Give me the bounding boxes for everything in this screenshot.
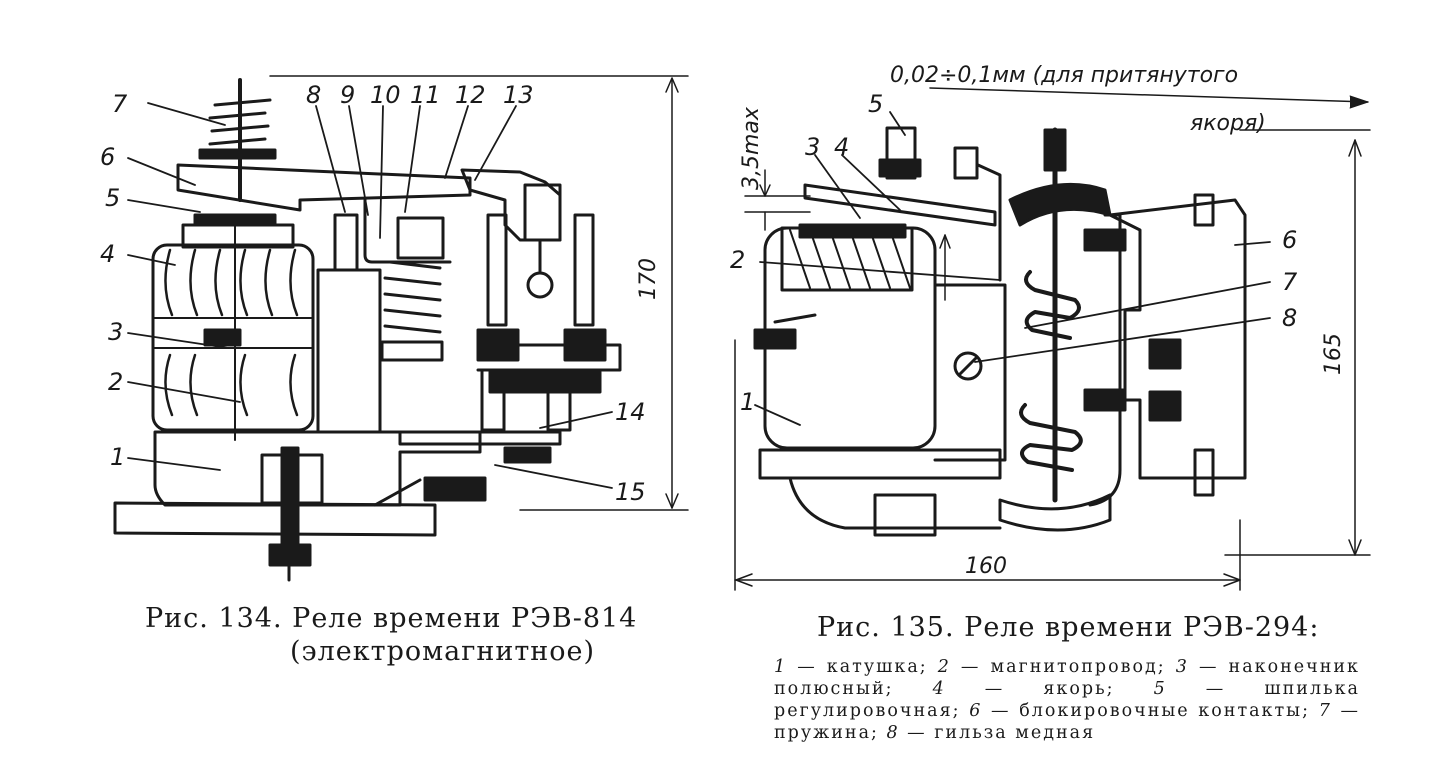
callout-3: 3 [108, 318, 123, 346]
base-plate [758, 448, 1002, 480]
dimension-165: 165 [1321, 333, 1346, 375]
blocking-contacts-6 [1083, 193, 1247, 497]
legend-number: 6 — [969, 701, 1020, 721]
legend-number: 2 — [937, 657, 991, 677]
armature-4 [803, 183, 997, 227]
callout-5: 5 [105, 184, 120, 212]
spring-7 [198, 78, 277, 202]
callout-3b: 3 [805, 133, 820, 161]
legend-number: 1 — [774, 657, 827, 677]
legend-text: гильза медная [934, 723, 1096, 743]
callout-2: 2 [108, 368, 123, 396]
gap-note: 0,02÷0,1мм (для притянутого [890, 63, 1238, 88]
figure-134-caption: Рис. 134. Реле времени РЭВ-814 [145, 603, 638, 634]
legend-number: 5 — [1153, 679, 1265, 699]
callout-1: 1 [110, 443, 125, 471]
legend-text: катушка; [826, 657, 938, 677]
callout-1b: 1 [740, 388, 755, 416]
callout-8: 8 [306, 81, 321, 109]
callout-2b: 2 [730, 246, 745, 274]
callout-9: 9 [340, 81, 355, 109]
gap-note-line2: якоря) [1190, 111, 1266, 136]
legend-number: 4 — [932, 679, 1044, 699]
callout-14: 14 [615, 398, 646, 426]
legend-text: наконечник полюсный; [774, 657, 1360, 699]
callout-11: 11 [410, 81, 441, 109]
callout-6: 6 [100, 143, 115, 171]
base-rail [113, 501, 437, 537]
callout-4: 4 [100, 240, 115, 268]
magnet-yoke [316, 268, 382, 434]
base-body [153, 430, 482, 507]
terminals [476, 213, 622, 432]
dimension-160: 160 [965, 554, 1007, 579]
legend-text: шпилька регулировочная; [774, 679, 1360, 721]
callout-8b: 8 [1282, 304, 1297, 332]
callout-12: 12 [455, 81, 486, 109]
figure-134-caption-sub: (электромагнитное) [290, 636, 596, 667]
legend-number: 7 — [1318, 701, 1360, 721]
figure-135-legend: 1 — катушка; 2 — магнитопровод; 3 — нако… [774, 656, 1360, 744]
legend-text: якорь; [1043, 679, 1154, 699]
magnet-frame [933, 283, 1007, 462]
callout-13: 13 [503, 81, 534, 109]
spring-7-right [1019, 270, 1083, 472]
spring-11 [380, 216, 445, 362]
callout-7b: 7 [1282, 268, 1298, 296]
callout-5b: 5 [868, 90, 883, 118]
pole-piece [780, 223, 914, 292]
legend-text: магнитопровод; [990, 657, 1176, 677]
legend-number: 8 — [886, 723, 935, 743]
callout-4b: 4 [834, 133, 849, 161]
stroke-note: 3,5max [739, 106, 764, 190]
callout-10: 10 [370, 81, 401, 109]
legend-number: 3 — [1175, 657, 1229, 677]
callout-6b: 6 [1282, 226, 1297, 254]
armature [176, 163, 472, 212]
figure-135-caption: Рис. 135. Реле времени РЭВ-294: [817, 612, 1320, 643]
dimension-170: 170 [636, 258, 661, 300]
callout-15: 15 [615, 478, 646, 506]
legend-text: пружина; [774, 723, 887, 743]
callout-7: 7 [112, 90, 128, 118]
legend-text: блокировочные контакты; [1019, 701, 1319, 721]
